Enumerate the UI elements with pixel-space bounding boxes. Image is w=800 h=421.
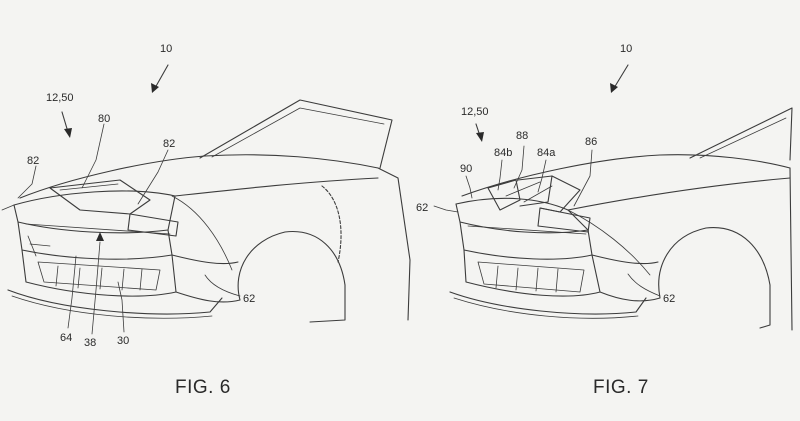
fig7-label-vehicle: 10 [620,43,632,55]
fig7-caption: FIG. 7 [593,377,649,398]
fig6-assembly-arrow [61,111,72,138]
fig6-label-vehicle: 10 [160,43,172,55]
fig6-label-emblem: 38 [84,337,96,349]
fig6-emblem-arrow [96,232,104,241]
fig6-label-fender: 62 [243,293,255,305]
fig6-label-grille-bar: 64 [60,332,72,344]
fig7-vehicle-arrow [610,64,629,93]
fig7-label-lamp: 90 [460,163,472,175]
fig7-label-right-fender: 62 [663,293,675,305]
figure-7: 10 12,50 90 84b 88 84a 86 62 62 FIG. 7 [416,43,793,398]
fig7-assembly-arrow [475,123,484,142]
fig6-label-assembly: 12,50 [46,92,74,104]
fig6-leader-lines [17,123,241,335]
fig7-leader-lines [433,145,661,297]
fig6-vehicle-arrow [151,64,169,93]
fig7-label-assembly: 12,50 [461,106,489,118]
fig7-label-divider: 88 [516,130,528,142]
fig6-car-body [1,99,411,323]
fig7-label-left-fender: 62 [416,202,428,214]
fig6-label-right-lamp: 82 [163,138,175,150]
fig6-caption: FIG. 6 [175,377,231,398]
fig7-label-panel-b: 84b [494,147,512,159]
fig7-label-hood: 86 [585,136,597,148]
fig6-label-hood-panel: 80 [98,113,110,125]
fig6-label-fascia: 30 [117,335,129,347]
figure-6: 10 12,50 82 80 82 62 64 38 30 FIG. 6 [1,43,411,398]
fig7-label-panel-a: 84a [537,147,556,159]
fig7-car-body [449,107,793,331]
fig6-label-left-lamp: 82 [27,155,39,167]
